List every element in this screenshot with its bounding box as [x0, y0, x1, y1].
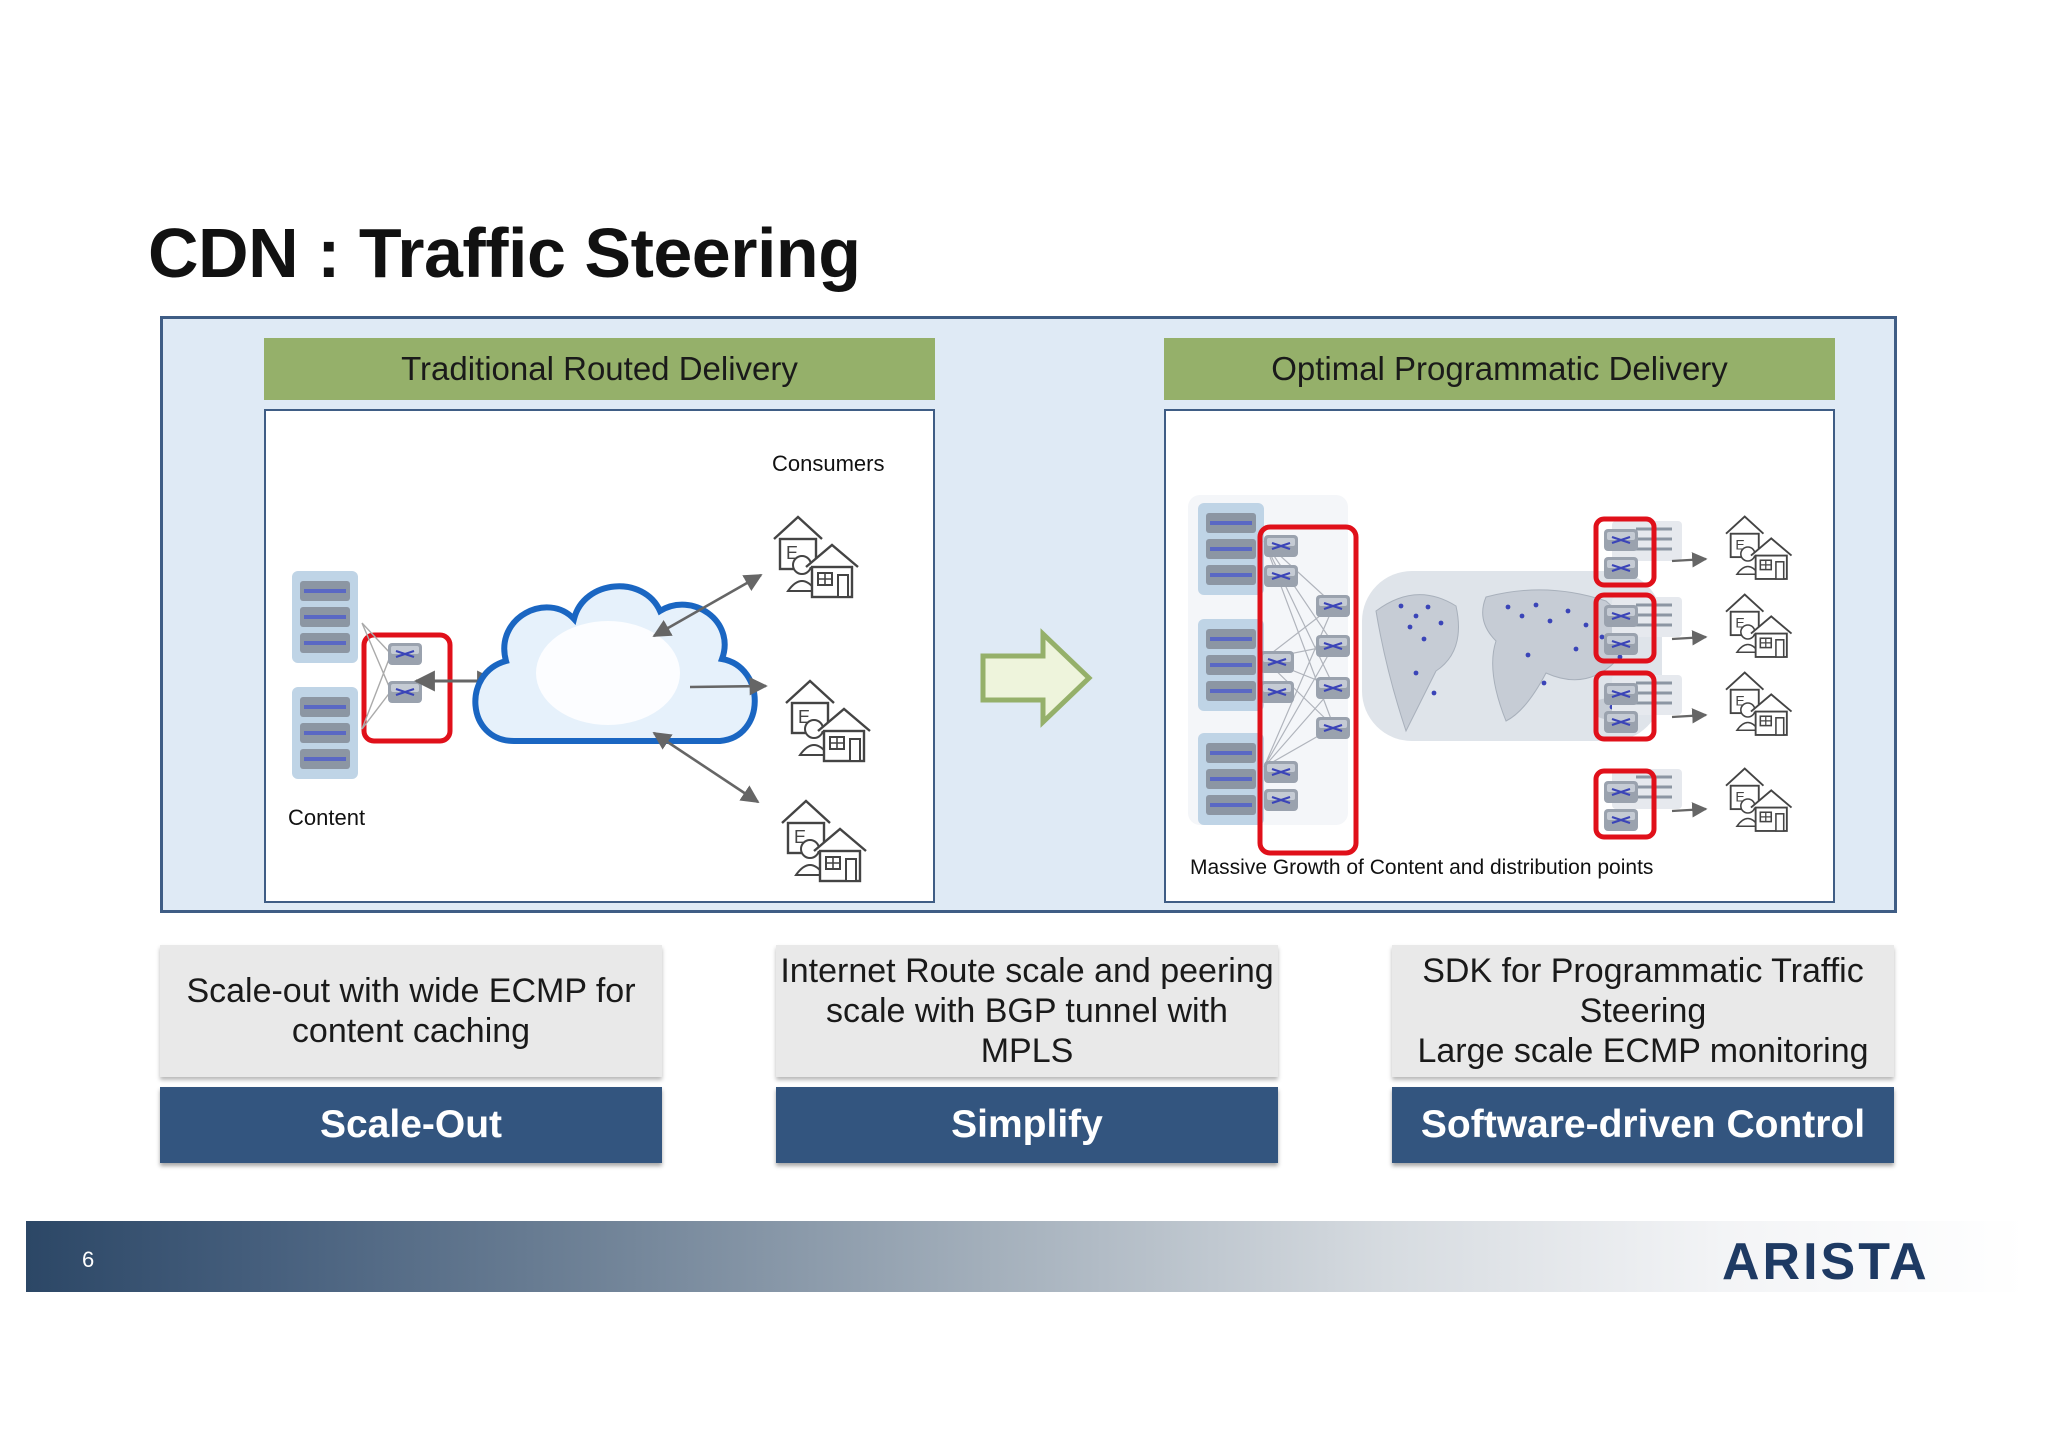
switch-icon [1602, 555, 1640, 581]
brand-logo: ARISTA [1722, 1233, 1930, 1291]
optimal-delivery-graphic [1188, 495, 1793, 856]
description-line: Scale-out with wide ECMP for [186, 972, 636, 1010]
description-line: Internet Route scale and peering [780, 952, 1274, 990]
traditional-delivery-graphic [292, 515, 872, 883]
pillar-description-software-driven: SDK for Programmatic Traffic Steering La… [1392, 945, 1894, 1077]
switch-icon [1314, 633, 1352, 659]
switch-icon [1262, 563, 1300, 589]
page-number: 6 [82, 1247, 95, 1272]
traditional-delivery-box: Consumers Content [264, 409, 935, 903]
switch-icon [1602, 779, 1640, 805]
switch-icon [1602, 709, 1640, 735]
pillar-software-driven-control: Software-driven Control [1392, 1087, 1894, 1163]
switch-icon [1602, 631, 1640, 657]
diagram-panel: Traditional Routed Delivery [160, 316, 1897, 913]
consumer-house-icon [1725, 671, 1793, 736]
content-label: Content [288, 805, 366, 830]
description-line: Steering [1579, 992, 1707, 1030]
content-server-icon [292, 687, 358, 779]
slide-title: CDN : Traffic Steering [148, 214, 861, 292]
description-line: scale with BGP tunnel with MPLS [826, 992, 1228, 1070]
switch-icon [1314, 715, 1352, 741]
switch-icon [1602, 603, 1640, 629]
fabric-highlight [1257, 524, 1359, 856]
switch-icon [1258, 649, 1296, 675]
switch-icon [1262, 787, 1300, 813]
switch-icon [1258, 679, 1296, 705]
switch-icon [1262, 759, 1300, 785]
content-server-icon [1198, 733, 1264, 825]
edge-switch-highlight [1593, 768, 1657, 840]
switch-icon [1314, 593, 1352, 619]
pillar-description-scale-out: Scale-out with wide ECMP for content cac… [160, 945, 662, 1077]
switch-icon [1602, 681, 1640, 707]
pillar-scale-out: Scale-Out [160, 1087, 662, 1163]
footer-band [26, 1221, 2026, 1292]
switch-icon [386, 679, 424, 705]
switch-icon [1262, 533, 1300, 559]
edge-switch-highlight [1593, 592, 1657, 664]
edge-switch-highlight [1593, 670, 1657, 742]
description-line: Large scale ECMP monitoring [1417, 1032, 1869, 1070]
description-line: SDK for Programmatic Traffic [1422, 952, 1864, 990]
pillar-simplify: Simplify [776, 1087, 1278, 1163]
consumer-house-icon [780, 799, 868, 883]
switch-icon [1314, 675, 1352, 701]
transition-arrow-icon [980, 628, 1093, 728]
consumer-house-icon [1725, 767, 1793, 832]
consumer-house-icon [1725, 593, 1793, 658]
consumers-label: Consumers [772, 451, 885, 476]
description-line: content caching [291, 1012, 531, 1050]
optimal-delivery-caption: Massive Growth of Content and distributi… [1190, 856, 1654, 879]
traditional-delivery-header: Traditional Routed Delivery [264, 338, 935, 400]
consumer-house-icon [784, 679, 872, 763]
switch-icon [1602, 807, 1640, 833]
content-server-icon [1198, 503, 1264, 595]
edge-switch-highlight [1593, 516, 1657, 588]
consumer-house-icon [1725, 515, 1793, 580]
internet-cloud-icon [472, 583, 758, 744]
content-server-icon [292, 571, 358, 663]
switch-icon [386, 641, 424, 667]
switch-icon [1602, 527, 1640, 553]
consumer-house-icon [772, 515, 860, 599]
content-server-icon [1198, 619, 1264, 711]
optimal-delivery-box: Massive Growth of Content and distributi… [1164, 409, 1835, 903]
optimal-delivery-header: Optimal Programmatic Delivery [1164, 338, 1835, 400]
pillar-description-simplify: Internet Route scale and peering scale w… [776, 945, 1278, 1077]
